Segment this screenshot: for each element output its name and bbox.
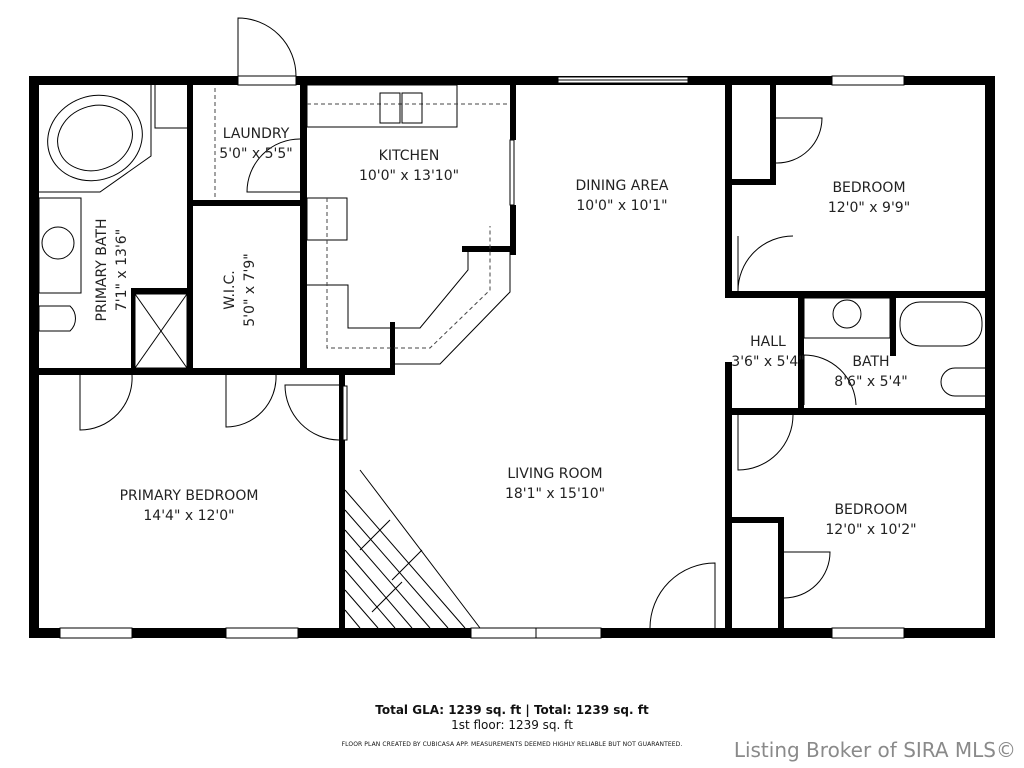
room-primary-bedroom: PRIMARY BEDROOM 14'4" x 12'0"	[120, 486, 259, 526]
room-kitchen: KITCHEN 10'0" x 13'10"	[359, 146, 459, 186]
watermark: Listing Broker of SIRA MLS©	[733, 738, 1016, 762]
room-hall: HALL 3'6" x 5'4"	[731, 332, 804, 372]
room-dimensions: 18'1" x 15'10"	[504, 486, 606, 502]
room-name: DINING AREA	[575, 178, 669, 194]
room-dimensions: 5'0" x 7'9"	[242, 253, 258, 327]
room-dimensions: 8'6" x 5'4"	[834, 374, 908, 390]
room-name: PRIMARY BATH	[94, 218, 110, 322]
room-dimensions: 10'0" x 13'10"	[358, 168, 460, 184]
windows	[59, 75, 905, 639]
room-name: BEDROOM	[832, 180, 906, 196]
room-wic: W.I.C. 5'0" x 7'9"	[220, 253, 260, 326]
room-name: BEDROOM	[834, 502, 908, 518]
room-dimensions: 12'0" x 9'9"	[827, 200, 911, 216]
doors	[79, 17, 857, 629]
room-name: KITCHEN	[378, 148, 440, 164]
room-dining-area: DINING AREA 10'0" x 10'1"	[575, 176, 668, 216]
room-primary-bath: PRIMARY BATH 7'1" x 13'6"	[92, 219, 132, 322]
room-name: BATH	[852, 354, 890, 370]
room-name: W.I.C.	[222, 270, 238, 310]
room-name: HALL	[750, 334, 786, 350]
floor-area: 1st floor: 1239 sq. ft	[451, 718, 573, 732]
total-area: Total GLA: 1239 sq. ft | Total: 1239 sq.…	[375, 703, 649, 717]
room-dimensions: 14'4" x 12'0"	[143, 508, 235, 524]
room-dimensions: 5'0" x 5'5"	[219, 146, 293, 162]
room-bath: BATH 8'6" x 5'4"	[834, 352, 907, 392]
room-bedroom-north: BEDROOM 12'0" x 9'9"	[828, 178, 910, 218]
interior-walls	[39, 85, 985, 628]
room-laundry: LAUNDRY 5'0" x 5'5"	[219, 124, 292, 164]
room-name: LIVING ROOM	[507, 466, 603, 482]
disclaimer: FLOOR PLAN CREATED BY CUBICASA APP. MEAS…	[341, 741, 683, 748]
fixtures	[38, 84, 985, 629]
room-dimensions: 10'0" x 10'1"	[576, 198, 668, 214]
room-dimensions: 7'1" x 13'6"	[114, 228, 130, 312]
room-name: PRIMARY BEDROOM	[119, 488, 259, 504]
room-living-room: LIVING ROOM 18'1" x 15'10"	[505, 464, 605, 504]
room-bedroom-south: BEDROOM 12'0" x 10'2"	[825, 500, 916, 540]
room-name: LAUNDRY	[222, 126, 290, 142]
room-dimensions: 12'0" x 10'2"	[825, 522, 917, 538]
room-dimensions: 3'6" x 5'4"	[731, 354, 805, 370]
